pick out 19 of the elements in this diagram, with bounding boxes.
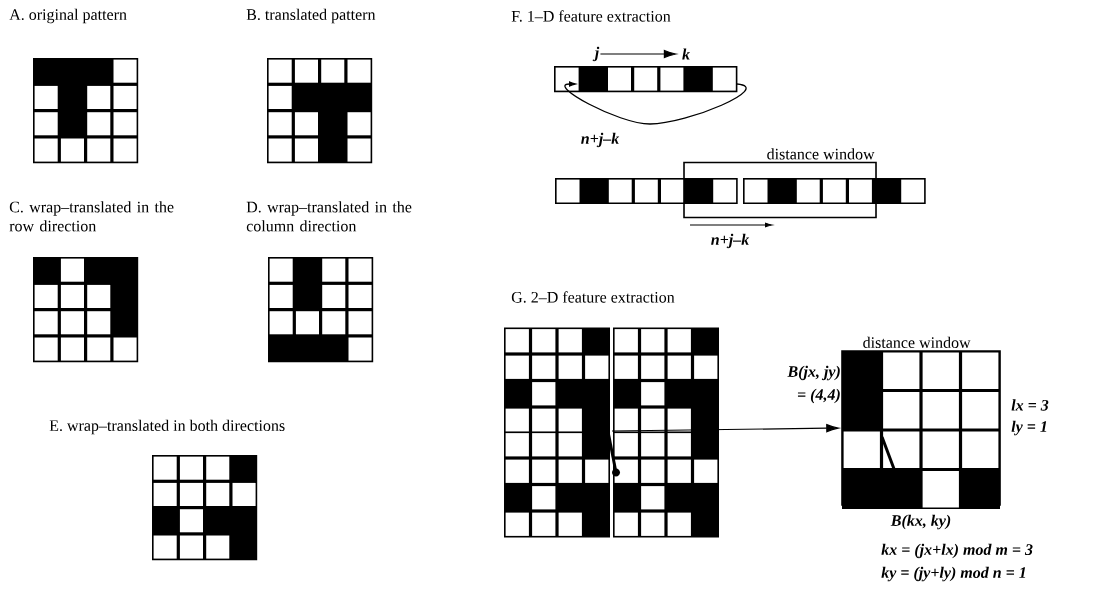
arrow xyxy=(599,49,677,59)
variable-label: j xyxy=(592,46,600,62)
node-label: distance window xyxy=(863,336,971,349)
math-label: n+j–k xyxy=(581,132,620,148)
arrow xyxy=(611,424,839,433)
node-label: distance window xyxy=(767,148,875,160)
panel-title: G. 2–D feature extraction xyxy=(511,291,675,303)
variable-label: k xyxy=(682,48,690,60)
math-label: ky = (jy+ly) mod n = 1 xyxy=(881,566,1026,582)
panel-title: E. wrap–translated in both directions xyxy=(49,419,285,435)
pattern-grid-drawing xyxy=(504,327,719,538)
panel-title: A. original pattern xyxy=(9,8,127,24)
panel-title: D. wrap–translated in the column direction xyxy=(246,201,412,232)
window-box: distance window xyxy=(683,148,877,219)
math-label: n+j–k xyxy=(711,233,750,249)
panel-title: F. 1–D feature extraction xyxy=(511,10,671,22)
panel-title: C. wrap–translated in the row direction xyxy=(9,201,174,232)
panel-title: B. translated pattern xyxy=(246,8,376,24)
math-label: kx = (jx+lx) mod m = 3 xyxy=(881,543,1033,559)
